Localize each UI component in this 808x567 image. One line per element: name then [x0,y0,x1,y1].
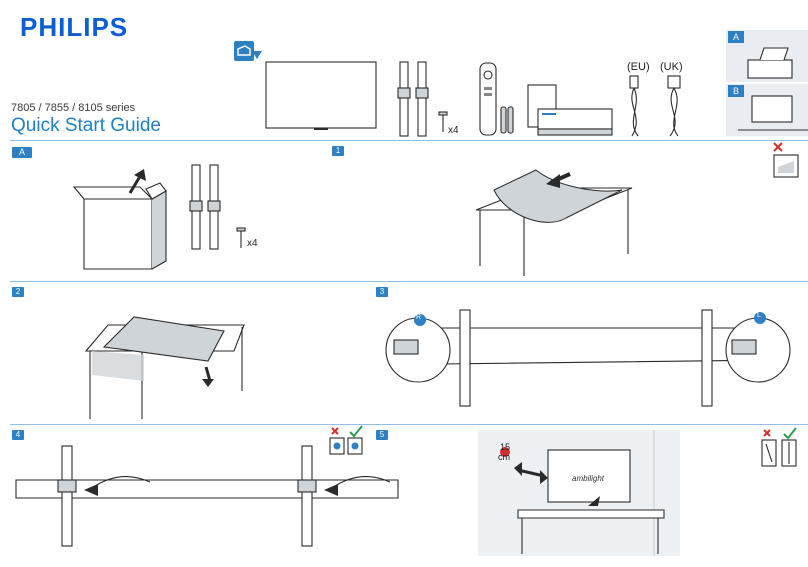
step-4-badge: 4 [12,430,24,440]
stand-legs [397,61,429,137]
remote-control [479,62,514,136]
left-side-marker: L [757,312,761,319]
step-2-badge: 2 [12,287,24,297]
cable-eu-label: (EU) [627,61,650,73]
step-4-illustration [15,445,399,547]
open-box-illustration [72,169,167,270]
screw-count: x4 [247,238,258,249]
philips-logo: PHILIPS [20,12,129,42]
distance-unit: cm [498,452,510,462]
step-5-illustration [478,430,680,556]
leaflets-illustration [527,84,613,136]
page-title: Quick Start Guide [11,115,161,136]
step-1-illustration [475,169,633,276]
divider [10,140,808,141]
screw-count: x4 [448,125,459,136]
right-side-marker: R [416,314,422,321]
step-a-badge: A [12,147,32,158]
tv-illustration [265,61,377,130]
option-b-badge: B [728,85,744,97]
step-4-correct-wrong-icon [329,425,363,455]
ambilight-screen-text: ambilight [572,474,605,483]
distance-value: 15 [500,442,511,452]
screw-icon [236,227,246,248]
power-cords [629,75,681,137]
screw-icon [438,111,448,132]
step-5-badge: 5 [376,430,388,440]
option-a-badge: A [728,31,744,43]
option-b-illustration [738,95,808,131]
step-3-badge: 3 [376,287,388,297]
divider [10,424,808,425]
model-series: 7805 / 7855 / 8105 series [11,102,136,114]
step-1-badge: 1 [332,146,344,156]
stand-legs [189,164,221,250]
step-2-illustration [84,316,245,419]
option-a-illustration [747,47,793,79]
divider [10,281,808,282]
cable-uk-label: (UK) [660,61,683,73]
unbox-icon [234,41,262,61]
cross-icon [773,142,799,178]
step-3-illustration [385,309,791,407]
check-icon [761,427,797,467]
